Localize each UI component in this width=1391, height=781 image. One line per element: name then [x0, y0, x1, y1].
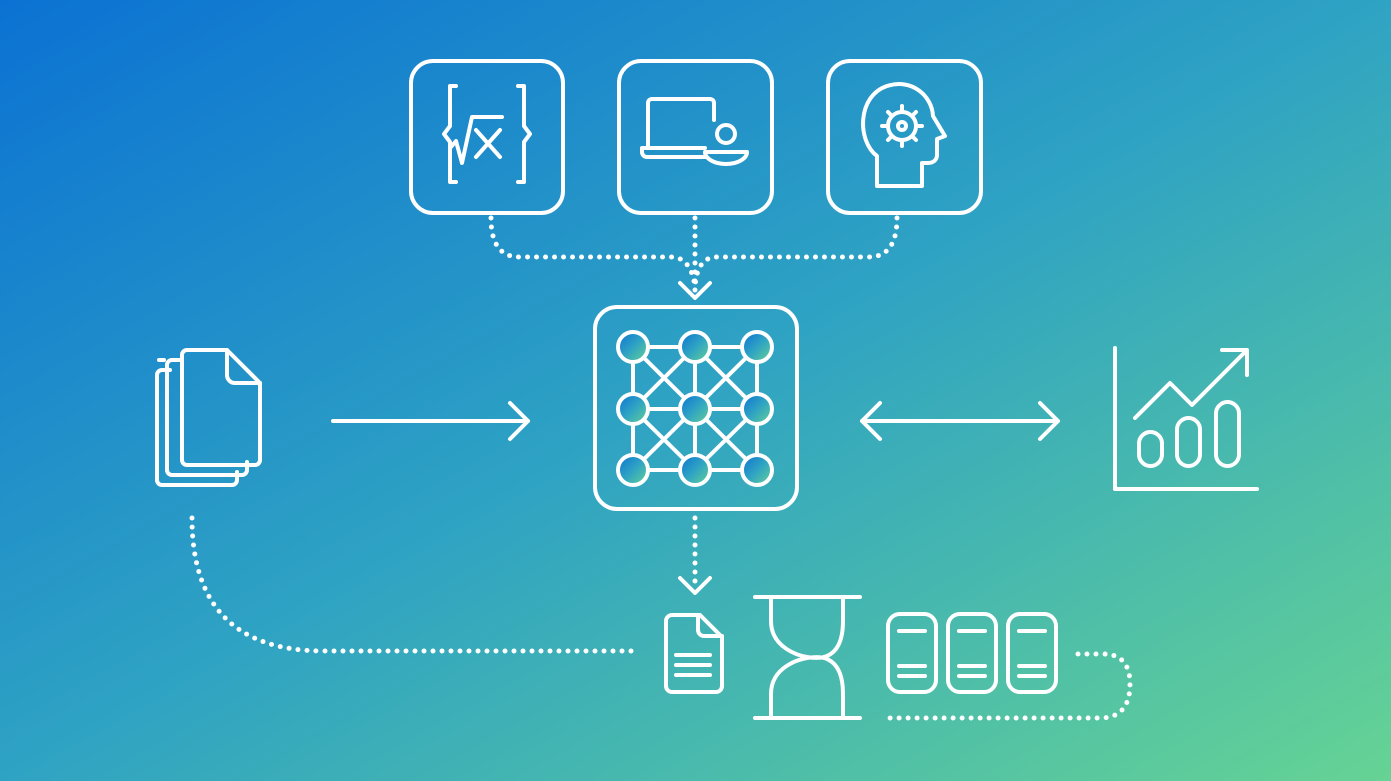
- computer-user-icon: [617, 59, 774, 215]
- dotted-connectors-top: [488, 215, 900, 296]
- dotted-connector-right: [879, 651, 1133, 721]
- neural-network-icon: [593, 305, 799, 511]
- arrowhead-down-top: [678, 281, 712, 300]
- hourglass-icon: [753, 595, 862, 720]
- arrowhead-down-bottom: [678, 576, 712, 595]
- arrow-right: [331, 401, 530, 441]
- brain-gear-icon: [826, 59, 983, 215]
- growth-chart-icon: [1113, 346, 1259, 491]
- server-icon: [886, 612, 1058, 694]
- document-icon: [664, 613, 724, 694]
- documents-stack-icon: [155, 348, 262, 487]
- math-formula-icon: [409, 59, 565, 215]
- double-arrow: [860, 401, 1060, 441]
